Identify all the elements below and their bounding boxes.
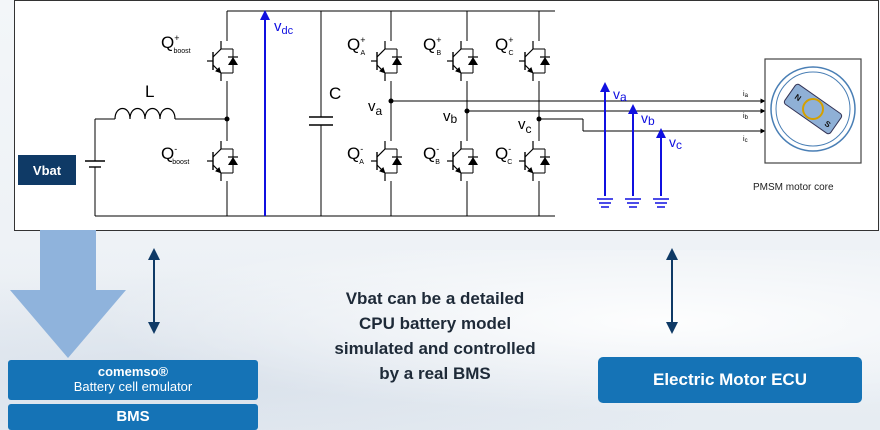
circuit-schematic: Q+boost Q-boost L C vdc Q+A Q+B Q+C Q-A … [85, 10, 862, 217]
emulator-brand: comemso® [97, 364, 169, 379]
meas-va-label: va [613, 86, 627, 104]
inverter-leg-a [371, 11, 402, 216]
boost-high-switch [207, 41, 238, 81]
inverter-circuit-diagram: Q+boost Q-boost L C vdc Q+A Q+B Q+C Q-A … [14, 0, 879, 231]
emulator-subtitle: Battery cell emulator [73, 379, 193, 394]
node-va-label: va [368, 98, 383, 118]
q-boost-minus-label: Q-boost [161, 144, 189, 166]
vbat-label-box: Vbat [18, 155, 76, 185]
motor-caption: PMSM motor core [753, 182, 834, 193]
voltage-probe-c [653, 128, 669, 208]
motor-s-label: S [823, 119, 833, 130]
vdc-label: vdc [274, 18, 294, 37]
electric-motor-ecu-box: Electric Motor ECU [598, 357, 862, 403]
node-vc-label: vc [518, 116, 532, 136]
qb-plus-label: Q+B [423, 35, 442, 57]
meas-vc-label: vc [669, 134, 682, 152]
inductor-label: L [145, 82, 154, 101]
boost-low-switch [207, 141, 238, 181]
ib-label: ib [743, 113, 749, 121]
description-text: Vbat can be a detailed CPU battery model… [270, 286, 600, 386]
inverter-leg-c [519, 11, 550, 216]
battery-cell-emulator-box: comemso® Battery cell emulator [8, 360, 258, 400]
qc-minus-label: Q-C [495, 144, 512, 166]
battery-symbol [85, 119, 105, 216]
q-boost-plus-label: Q+boost [161, 33, 191, 55]
meas-vb-label: vb [641, 110, 655, 128]
qc-plus-label: Q+C [495, 35, 514, 57]
capacitor-symbol [309, 11, 333, 216]
pmsm-motor [764, 58, 862, 164]
node-vb-label: vb [443, 108, 458, 126]
bidirectional-arrow-icon [148, 248, 160, 334]
voltage-probe-b [625, 104, 641, 208]
bms-box: BMS [8, 404, 258, 430]
description-line: by a real BMS [379, 364, 491, 383]
voltage-probe-a [597, 82, 613, 208]
down-arrow-icon [10, 230, 126, 358]
ia-label: ia [743, 91, 749, 99]
qb-minus-label: Q-B [423, 144, 440, 166]
description-line: CPU battery model [358, 314, 512, 333]
bidirectional-arrow-icon [666, 248, 678, 334]
capacitor-label: C [329, 84, 341, 103]
description-line: Vbat can be a detailed [345, 289, 525, 308]
qa-minus-label: Q-A [347, 144, 364, 166]
description-line: simulated and controlled [334, 339, 536, 358]
inductor-symbol [114, 107, 227, 120]
ic-label: ic [743, 136, 748, 144]
motor-n-label: N [793, 92, 803, 103]
qa-plus-label: Q+A [347, 35, 366, 57]
